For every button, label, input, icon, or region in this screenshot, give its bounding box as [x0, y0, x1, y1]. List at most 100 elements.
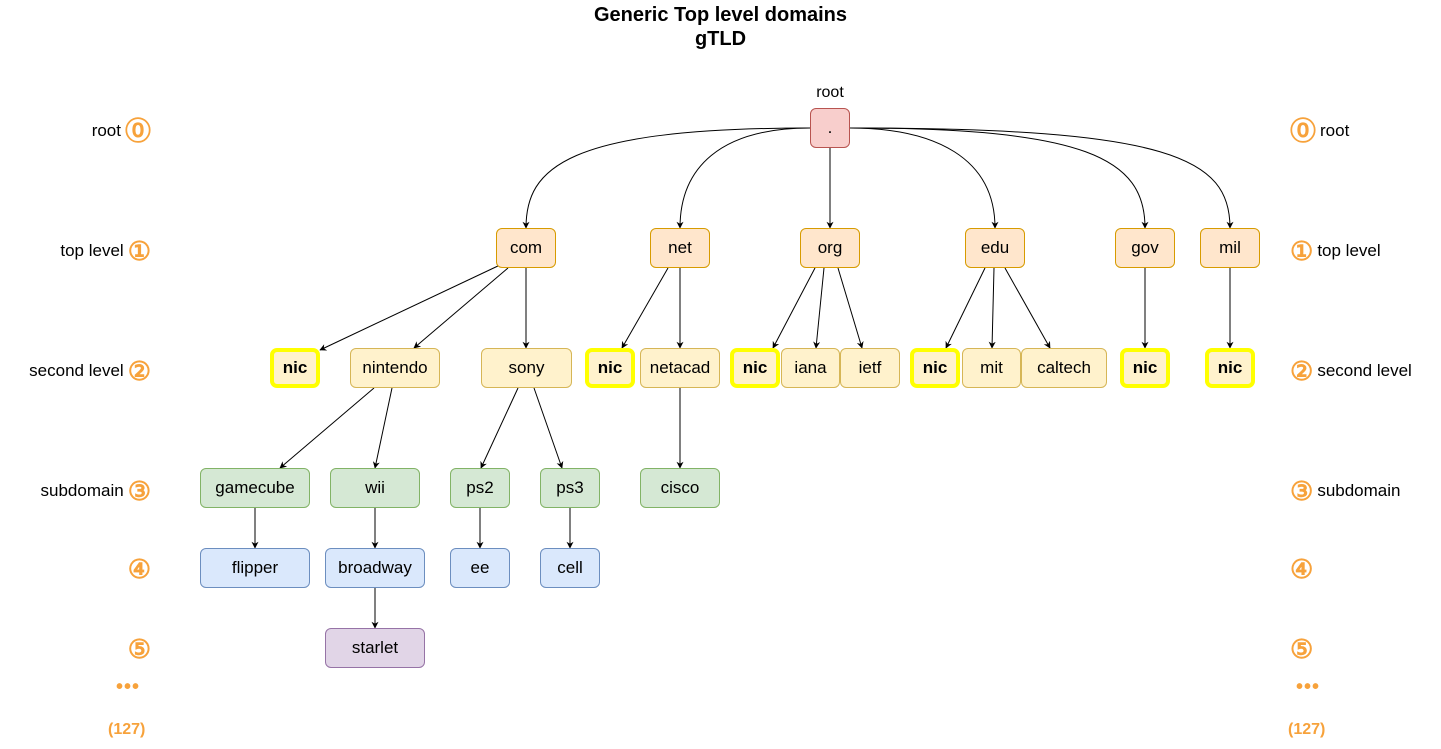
node-broadway[interactable]: broadway	[325, 548, 425, 588]
node-nic-edu[interactable]: nic	[910, 348, 960, 388]
node-ps3[interactable]: ps3	[540, 468, 600, 508]
title-line-2: gTLD	[694, 28, 747, 50]
node-iana[interactable]: iana	[781, 348, 840, 388]
node-gamecube[interactable]: gamecube	[200, 468, 310, 508]
node-label: starlet	[351, 638, 399, 657]
node-cell[interactable]: cell	[540, 548, 600, 588]
node-ps2[interactable]: ps2	[450, 468, 510, 508]
node-label: broadway	[338, 558, 412, 577]
level-5-badge-icon: ⑤	[127, 634, 151, 664]
node-label: ee	[470, 558, 490, 577]
edge-root-to-com	[522, 127, 811, 229]
node-ee[interactable]: ee	[450, 548, 510, 588]
edge-nintendo-to-gamecube	[279, 387, 375, 469]
node-nic-gov[interactable]: nic	[1120, 348, 1170, 388]
node-label: cisco	[660, 478, 700, 497]
node-label: mil	[1219, 238, 1241, 257]
ellipsis-right: •••	[1296, 676, 1321, 698]
level-5-badge-icon: ⑤	[1290, 634, 1314, 664]
edge-org-to-ietf	[837, 267, 864, 349]
node-netacad[interactable]: netacad	[640, 348, 720, 388]
node-edu[interactable]: edu	[965, 228, 1025, 268]
node-nic-net[interactable]: nic	[585, 348, 635, 388]
edge-root-to-net	[676, 127, 811, 229]
level-0-badge-icon: ⓪	[1290, 116, 1317, 146]
node-label: gamecube	[215, 478, 295, 497]
level-label: subdomain	[1317, 481, 1401, 500]
node-root[interactable]: .	[810, 108, 850, 148]
level-2-badge-icon: ②	[127, 356, 151, 386]
level-4-badge-icon: ④	[1290, 554, 1314, 584]
edge-org-to-iana	[813, 267, 825, 349]
edge-root-to-mil	[849, 127, 1234, 229]
edge-org-to-nic-org	[772, 267, 816, 349]
level-legend-right-3: ③ subdomain	[1290, 476, 1400, 506]
level-label: top level	[1317, 241, 1381, 260]
node-com[interactable]: com	[496, 228, 556, 268]
node-nic-org[interactable]: nic	[730, 348, 780, 388]
node-wii[interactable]: wii	[330, 468, 420, 508]
node-nic-mil[interactable]: nic	[1205, 348, 1255, 388]
node-label: iana	[794, 358, 827, 377]
node-nintendo[interactable]: nintendo	[350, 348, 440, 388]
node-mil[interactable]: mil	[1200, 228, 1260, 268]
title-line-1: Generic Top level domains	[593, 4, 848, 26]
node-label: ietf	[858, 358, 882, 377]
level-legend-left-3: subdomain ③	[41, 476, 151, 506]
edge-nintendo-to-wii	[372, 387, 393, 469]
node-label: com	[509, 238, 543, 257]
level-legend-right-0: ⓪ root	[1290, 116, 1349, 146]
node-label: nic	[742, 358, 768, 377]
node-nic-com[interactable]: nic	[270, 348, 320, 388]
level-label: second level	[1317, 361, 1412, 380]
node-ietf[interactable]: ietf	[840, 348, 900, 388]
node-sony[interactable]: sony	[481, 348, 572, 388]
node-org[interactable]: org	[800, 228, 860, 268]
node-label: sony	[508, 358, 545, 377]
level-label: root	[91, 121, 121, 140]
level-legend-left-0: root ⓪	[92, 116, 151, 146]
node-caltech[interactable]: caltech	[1021, 348, 1107, 388]
level-label: top level	[60, 241, 124, 260]
node-label: netacad	[649, 358, 711, 377]
level-legend-right-4: ④	[1290, 554, 1317, 584]
node-label: cell	[557, 558, 583, 577]
level-legend-left-1: top level ①	[60, 236, 151, 266]
edge-root-to-edu	[849, 127, 999, 229]
node-label: nic	[597, 358, 623, 377]
node-starlet[interactable]: starlet	[325, 628, 425, 668]
node-label: mit	[980, 358, 1003, 377]
diagram-title: Generic Top level domains gTLD	[0, 3, 1441, 51]
node-label: nic	[922, 358, 948, 377]
edge-sony-to-ps3	[533, 387, 564, 469]
level-1-badge-icon: ①	[127, 236, 151, 266]
edge-net-to-nic-net	[621, 267, 669, 349]
edge-com-to-nic-com	[319, 264, 501, 351]
level-legend-right-1: ① top level	[1290, 236, 1381, 266]
node-gov[interactable]: gov	[1115, 228, 1175, 268]
level-label: second level	[29, 361, 124, 380]
node-cisco[interactable]: cisco	[640, 468, 720, 508]
edge-sony-to-ps2	[480, 387, 519, 469]
node-flipper[interactable]: flipper	[200, 548, 310, 588]
level-legend-right-2: ② second level	[1290, 356, 1412, 386]
level-legend-right-5: ⑤	[1290, 634, 1317, 664]
node-label: edu	[980, 238, 1010, 257]
level-legend-left-4: ④	[124, 554, 151, 584]
edge-root-to-gov	[849, 127, 1149, 229]
level-legend-left-5: ⑤	[124, 634, 151, 664]
level-legend-left-2: second level ②	[29, 356, 151, 386]
node-net[interactable]: net	[650, 228, 710, 268]
node-label: flipper	[231, 558, 279, 577]
level-3-badge-icon: ③	[1290, 476, 1314, 506]
node-label: nintendo	[362, 358, 428, 377]
ellipsis-left: •••	[116, 676, 141, 698]
max-depth-right: (127)	[1288, 721, 1326, 738]
node-label: nic	[1217, 358, 1243, 377]
level-3-badge-icon: ③	[127, 476, 151, 506]
node-label: net	[668, 238, 692, 257]
level-0-badge-icon: ⓪	[124, 116, 151, 146]
node-label: org	[817, 238, 843, 257]
node-mit[interactable]: mit	[962, 348, 1021, 388]
edge-edu-to-nic-edu	[945, 267, 986, 349]
